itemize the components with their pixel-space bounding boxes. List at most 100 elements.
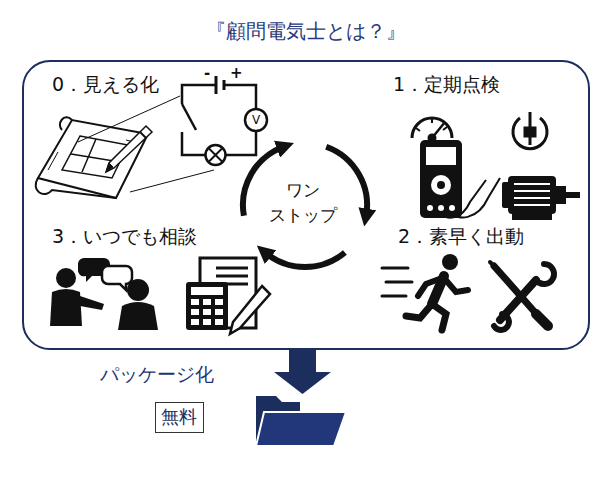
consult-icon [50, 289, 82, 326]
gauge-icon [412, 118, 452, 141]
multimeter-icon [426, 147, 456, 165]
calculator-icon [191, 309, 199, 315]
multimeter-icon [431, 175, 451, 195]
runner-icon [382, 254, 468, 330]
circuit-diagram [206, 145, 226, 165]
multimeter-icon [437, 181, 445, 189]
calculator-icon [203, 299, 211, 305]
pencil-icon [140, 132, 146, 138]
calculator-icon [203, 319, 211, 325]
step-label: 1．定期点検 [393, 72, 500, 98]
overview-panel: 『顧問電気士とは？』ワン ストップ [22, 60, 590, 350]
folder-icon [256, 412, 346, 446]
blueprint-icon [71, 139, 120, 172]
multimeter-icon [452, 178, 500, 218]
down-arrow [274, 372, 331, 394]
folder-icon [256, 396, 346, 446]
pencil-icon [106, 126, 152, 172]
consult-icon [102, 266, 132, 290]
battery-minus: - [204, 64, 210, 82]
consult-icon [118, 302, 158, 330]
pencil-icon [106, 163, 113, 172]
plug-icon [513, 112, 547, 149]
circuit-diagram [182, 132, 205, 155]
motor-icon [502, 176, 580, 220]
circuit-diagram [182, 76, 267, 165]
leader-lines [78, 96, 214, 192]
panel-heading: 『顧問電気士とは？』 [24, 18, 588, 45]
node-text: ワン ストップ [263, 178, 343, 229]
calculator-icon [215, 299, 223, 305]
circuit-diagram [245, 109, 267, 131]
calculator-icon [191, 299, 223, 325]
step-label: 3．いつでも相談 [52, 224, 197, 250]
calculator-icon [215, 309, 223, 315]
motor-icon [508, 176, 556, 214]
runner-icon [442, 254, 458, 270]
one-stop-circle: ワン ストップ [253, 153, 353, 253]
calculator-icon [216, 268, 248, 284]
circuit-diagram [224, 85, 256, 109]
node-text: 無料 [161, 405, 197, 429]
tools-icon [536, 264, 554, 284]
plug-icon [525, 128, 535, 136]
multimeter-icon [438, 205, 444, 211]
leader-lines [78, 96, 180, 142]
plug-icon [529, 136, 532, 145]
calculator-icon [215, 319, 223, 325]
circuit-diagram [226, 131, 256, 155]
tools-icon [494, 314, 509, 330]
multimeter-icon [449, 205, 455, 211]
multimeter-icon [420, 140, 462, 218]
cycle-arrows [243, 147, 367, 267]
motor-icon [514, 184, 550, 205]
circuit-diagram [209, 148, 223, 162]
multimeter-icon [427, 205, 433, 211]
tools-icon [536, 314, 548, 326]
circuit-diagram [215, 76, 218, 94]
calculator-icon [191, 319, 199, 325]
calculator-icon [186, 282, 228, 330]
motor-icon [566, 192, 580, 198]
multimeter-icon [420, 140, 500, 218]
circuit-diagram [223, 80, 226, 90]
runner-icon [432, 304, 446, 330]
step-label: 2．素早く出動 [398, 224, 524, 250]
motor-icon [502, 182, 510, 208]
battery-plus: + [230, 64, 243, 82]
runner-icon [444, 278, 468, 292]
calculator-icon [191, 287, 223, 295]
pencil-icon [106, 126, 152, 172]
consult-icon [56, 268, 76, 288]
calculator-icon [203, 309, 211, 315]
circuit-diagram [182, 85, 216, 104]
plug-icon [529, 112, 532, 128]
runner-icon [406, 304, 432, 318]
calculator-icon [191, 299, 199, 305]
runner-icon [382, 268, 412, 296]
cycle-arrows [265, 253, 345, 268]
package-label: パッケージ化 [100, 362, 214, 388]
multimeter-icon [441, 180, 486, 218]
calculator-icon [186, 258, 270, 334]
meter-letter: V [246, 112, 266, 128]
calculator-icon [230, 286, 270, 334]
motor-icon [512, 214, 552, 220]
blueprint-icon [60, 117, 72, 130]
down-arrow [274, 350, 331, 394]
runner-icon [418, 278, 442, 296]
tools-icon [490, 262, 554, 330]
blueprint-icon [38, 120, 148, 198]
tools-icon [490, 262, 498, 270]
consult-icon [80, 296, 104, 310]
blueprint-icon [36, 178, 116, 198]
motor-icon [556, 186, 566, 204]
blueprint-icon [36, 117, 148, 198]
down-arrow [289, 350, 316, 372]
leader-lines [130, 170, 214, 192]
free-box: 無料 [155, 402, 204, 433]
step-label: 0．見える化 [52, 72, 159, 98]
consult-icon [50, 258, 158, 330]
circuit-diagram [182, 104, 196, 130]
